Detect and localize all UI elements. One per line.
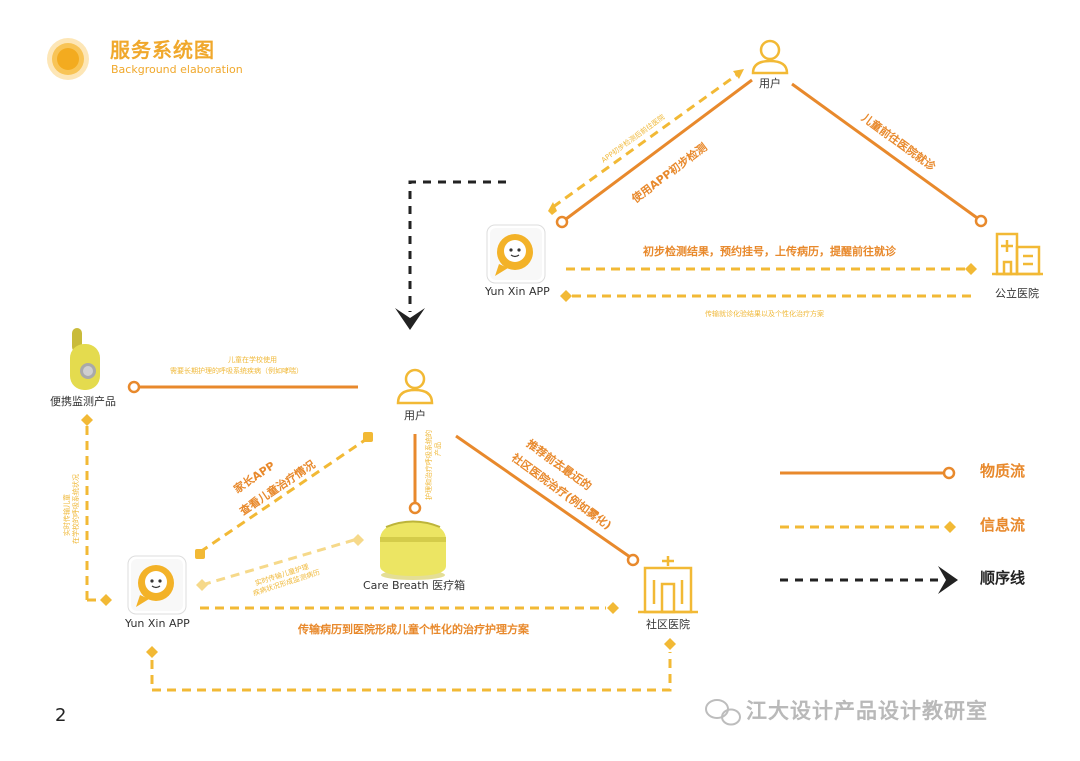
- label-user-box-info-2: 产品: [434, 442, 442, 456]
- sun-logo-icon: [47, 38, 89, 80]
- hospital-icon: [992, 232, 1043, 276]
- label-portable-user-2: 需要长期护理的呼吸系统疾病（例如哮喘）: [170, 367, 303, 375]
- care-breath-box-icon: [380, 520, 446, 580]
- label-app-hospital-info: 初步检测结果，预约挂号，上传病历，提醒前往就诊: [643, 245, 896, 258]
- edge-box-app-info: [201, 538, 355, 587]
- node-community-hospital: 社区医院: [646, 618, 690, 631]
- yunxin-app-icon: [486, 224, 546, 284]
- user-icon: [751, 39, 789, 75]
- edge-user-app-solid: [561, 78, 753, 224]
- edge-return-info: [150, 652, 672, 692]
- label-hospital-app-info: 传输就诊化验结果以及个性化治疗方案: [705, 310, 824, 318]
- edge-parent-app-info: [199, 436, 369, 554]
- node-user-mid: 用户: [404, 409, 426, 422]
- sequence-arrow-icon: [395, 308, 425, 330]
- portable-device-icon: [70, 328, 100, 390]
- edge-user-community-solid: [455, 434, 631, 559]
- node-portable-product: 便携监测产品: [50, 395, 116, 408]
- node-app-bottom: Yun Xin APP: [125, 617, 190, 630]
- legend-sequence-label: 顺序线: [980, 569, 1026, 587]
- node-care-breath-box: Care Breath 医疗箱: [363, 579, 466, 592]
- sequence-line: [408, 180, 506, 312]
- node-user-top: 用户: [759, 77, 781, 90]
- label-app-community-info: 传输病历到医院形成儿童个性化的治疗护理方案: [298, 623, 529, 636]
- label-portable-app-info-1: 实时传输儿童: [63, 494, 71, 536]
- wechat-icon: [705, 699, 741, 726]
- page-number: 2: [55, 705, 67, 726]
- label-portable-app-info-2: 在学校的呼吸系统状况: [72, 474, 80, 544]
- yunxin-app-icon: [127, 555, 187, 615]
- edge-app-user-info: [552, 72, 739, 209]
- node-public-hospital: 公立医院: [995, 287, 1039, 300]
- edge-user-hospital-solid: [791, 82, 981, 222]
- node-app-top: Yun Xin APP: [485, 285, 550, 298]
- user-icon: [396, 368, 434, 405]
- watermark: 江大设计产品设计教研室: [746, 699, 988, 723]
- community-hospital-icon: [638, 556, 698, 614]
- legend-material-label: 物质流: [980, 462, 1026, 480]
- legend-sequence-arrow-icon: [938, 566, 958, 594]
- label-user-box-info-1: 护理和治疗呼吸系统的: [425, 430, 433, 500]
- page-title: 服务系统图: [110, 38, 215, 62]
- label-portable-user-1: 儿童在学校使用: [228, 356, 277, 364]
- page-subtitle: Background elaboration: [111, 63, 243, 76]
- legend-info-label: 信息流: [980, 516, 1026, 534]
